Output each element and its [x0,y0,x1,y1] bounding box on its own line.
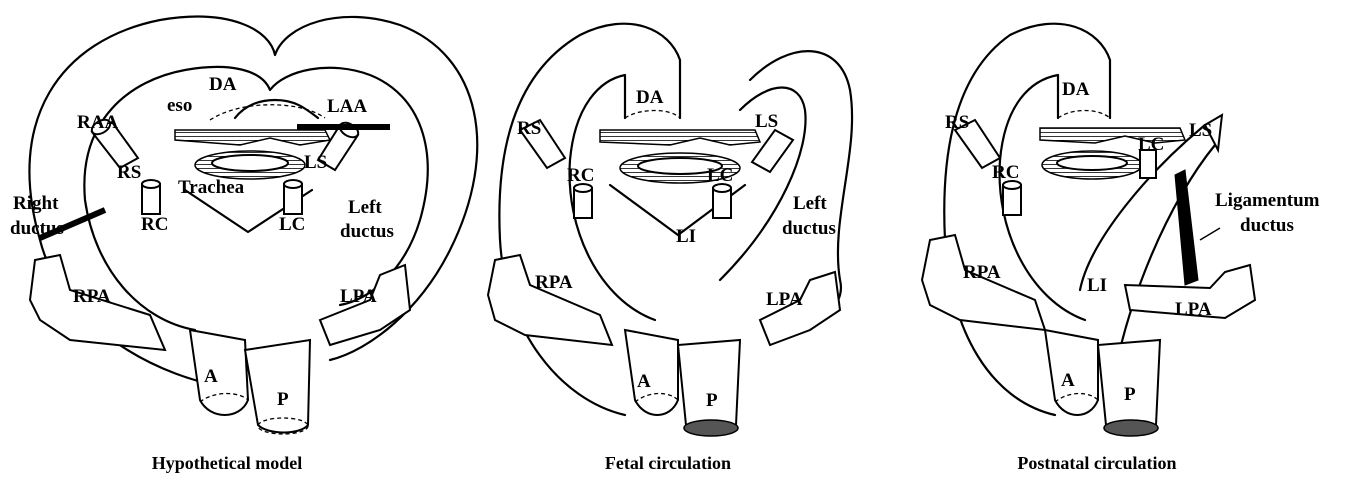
label-lpa-3: LPA [1175,299,1212,320]
label-rs-3: RS [945,112,969,133]
aorta-2 [625,330,678,415]
da-dash-3 [1058,111,1110,119]
label-right-ductus-2: ductus [10,218,64,239]
label-left-ductus-2: ductus [340,221,394,242]
pulmonary-1 [245,340,310,433]
label-a-2: A [637,371,651,392]
label-p: P [277,389,289,410]
label-rs-2: RS [517,118,541,139]
label-li-2: LI [676,226,696,247]
caption-hypothetical: Hypothetical model [152,453,303,473]
panel-hypothetical: DA eso RAA LAA RS LS Trachea Right ductu… [10,17,477,473]
pulmonary-fill-2 [684,420,738,436]
label-right-ductus-1: Right [13,193,59,214]
aorta-1 [190,330,248,415]
esophagus-2 [600,130,760,145]
label-raa: RAA [77,112,118,133]
label-li-3: LI [1087,275,1107,296]
label-rc-3: RC [992,162,1019,183]
label-left-ductus-1-2: Left [793,193,827,214]
label-ligamentum-2: ductus [1240,215,1294,236]
label-rpa-3: RPA [963,262,1001,283]
label-rpa: RPA [73,286,111,307]
label-p-2: P [706,390,718,411]
label-lc-2: LC [707,165,733,186]
label-rpa-2: RPA [535,272,573,293]
label-lc-3: LC [1138,134,1164,155]
da-dash [210,105,325,120]
lc-cap-1 [284,180,302,188]
esophagus [175,130,330,145]
label-laa: LAA [327,96,367,117]
label-rc: RC [141,214,168,235]
trachea-inner [212,155,288,171]
ligamentum-pointer [1200,228,1220,240]
trachea-inner-3 [1057,156,1127,170]
label-p-3: P [1124,384,1136,405]
label-lpa-2: LPA [766,289,803,310]
label-da-3: DA [1062,79,1090,100]
label-rs: RS [117,162,141,183]
label-left-ductus-1: Left [348,197,382,218]
label-ls-2: LS [755,111,778,132]
label-trachea: Trachea [178,177,245,198]
ligamentum-band [1175,170,1198,285]
caption-fetal: Fetal circulation [605,453,731,473]
label-left-ductus-2-2: ductus [782,218,836,239]
label-ls-3: LS [1189,120,1212,141]
panel-fetal: DA RS LS RC LC Left ductus LI RPA LPA A … [488,24,852,473]
pulmonary-fill-3 [1104,420,1158,436]
label-a: A [204,366,218,387]
label-ls: LS [304,152,327,173]
rc-cap-1 [142,180,160,188]
panel-postnatal: DA RS LS RC LC Ligamentum ductus LI RPA … [922,24,1320,473]
pulmonary-2 [678,340,740,433]
label-lc: LC [279,214,305,235]
label-lpa: LPA [340,286,377,307]
label-rc-2: RC [567,165,594,186]
label-da: DA [209,74,237,95]
label-ligamentum-1: Ligamentum [1215,190,1320,211]
rpa-tube-2 [488,255,612,345]
caption-postnatal: Postnatal circulation [1017,453,1176,473]
label-eso: eso [167,95,192,116]
label-a-3: A [1061,370,1075,391]
da-dash-2 [625,111,680,119]
label-da-2: DA [636,87,664,108]
